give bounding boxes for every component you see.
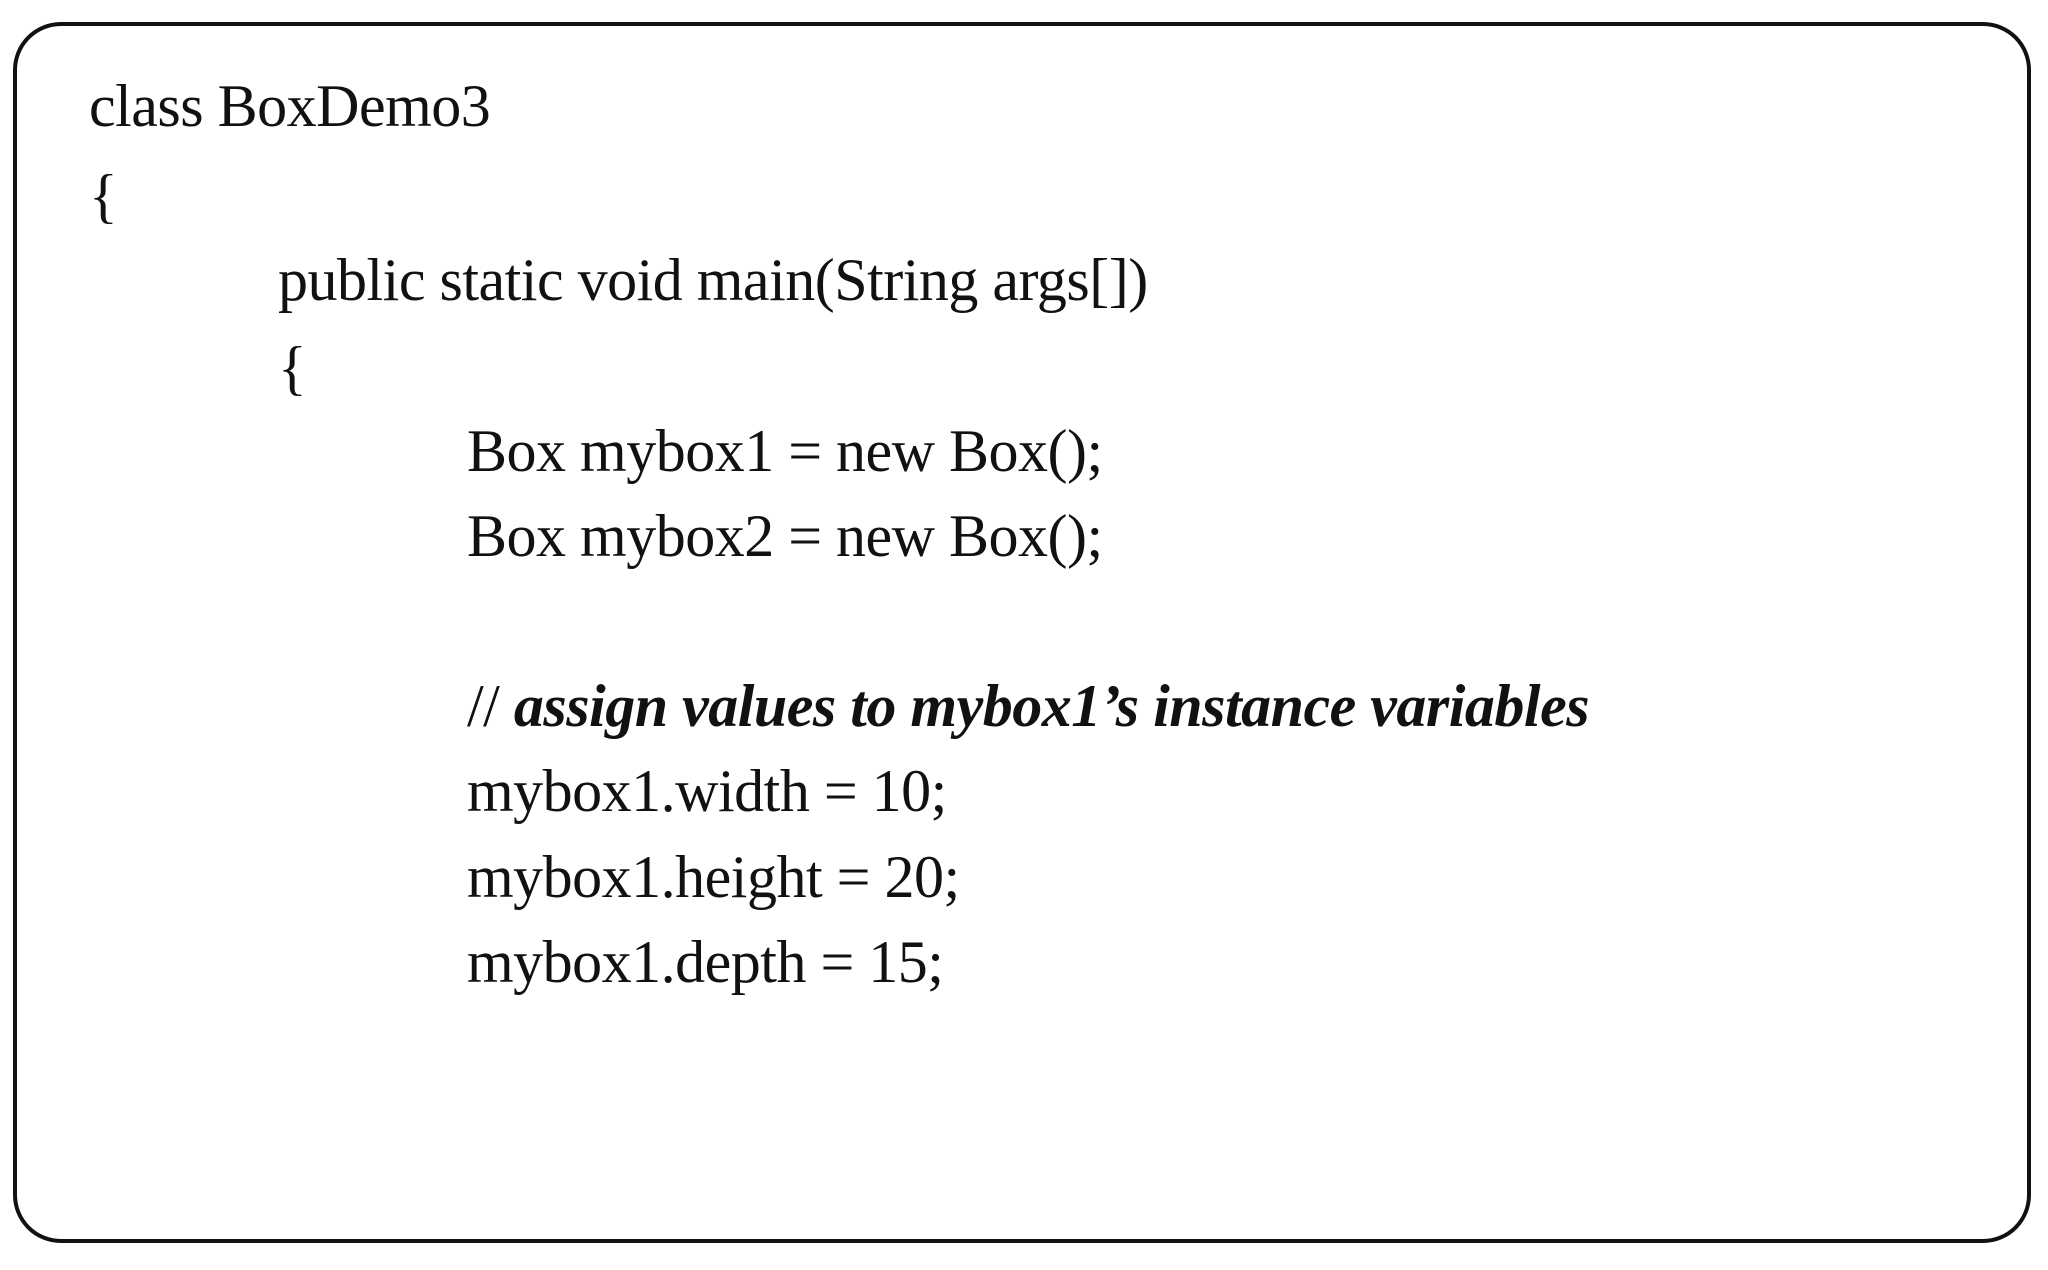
mybox1-declaration: Box mybox1 = new Box(); bbox=[467, 418, 1103, 484]
height-assignment: mybox1.height = 20; bbox=[467, 844, 960, 910]
comment-slashes: // bbox=[467, 673, 514, 739]
class-declaration-line: class BoxDemo3 bbox=[89, 73, 491, 139]
method-open-brace: { bbox=[278, 335, 307, 401]
depth-assignment: mybox1.depth = 15; bbox=[467, 929, 944, 995]
assignment-comment: // assign values to mybox1’s instance va… bbox=[467, 670, 1590, 742]
code-listing-frame bbox=[13, 22, 2031, 1243]
mybox2-declaration: Box mybox2 = new Box(); bbox=[467, 503, 1103, 569]
width-assignment: mybox1.width = 10; bbox=[467, 758, 947, 824]
main-method-signature: public static void main(String args[]) bbox=[278, 247, 1148, 313]
class-open-brace: { bbox=[89, 163, 118, 229]
comment-text: assign values to mybox1’s instance varia… bbox=[513, 673, 1590, 739]
